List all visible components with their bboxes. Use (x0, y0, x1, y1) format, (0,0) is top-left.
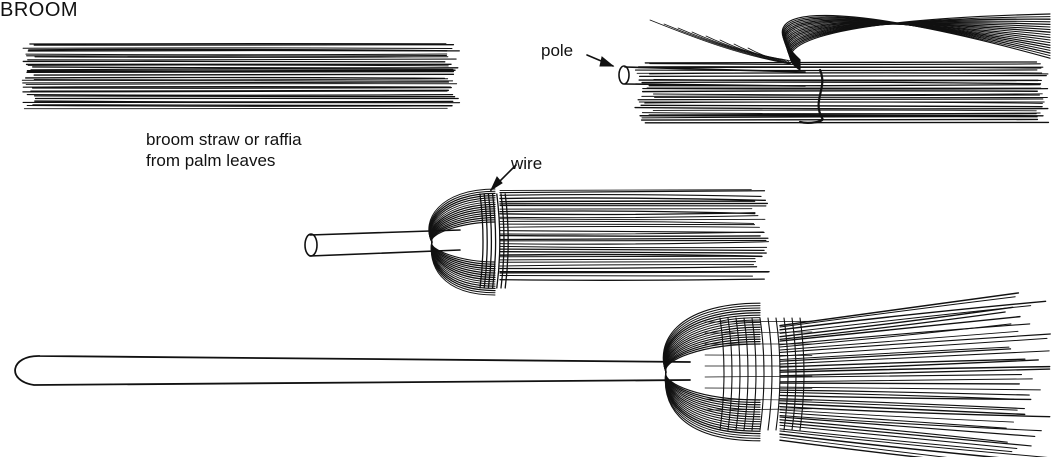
broom-straw (780, 293, 1052, 457)
long-handle (15, 356, 690, 385)
pole-arrow (587, 55, 613, 66)
finished-broom (15, 293, 1052, 457)
straw-caption-line2: from palm leaves (146, 150, 302, 171)
wire-binding (480, 194, 508, 288)
head-straw (500, 190, 769, 281)
wired-broom-head (305, 165, 769, 295)
pole-in-straw-drawing (587, 14, 1050, 123)
straw-layer (635, 62, 1048, 123)
straw-bundle (22, 44, 459, 109)
wire-label: wire (511, 153, 542, 174)
straw-caption-line1: broom straw or raffia (146, 129, 302, 150)
straw-caption: broom straw or raffia from palm leaves (146, 129, 302, 171)
pole-label: pole (541, 40, 573, 61)
